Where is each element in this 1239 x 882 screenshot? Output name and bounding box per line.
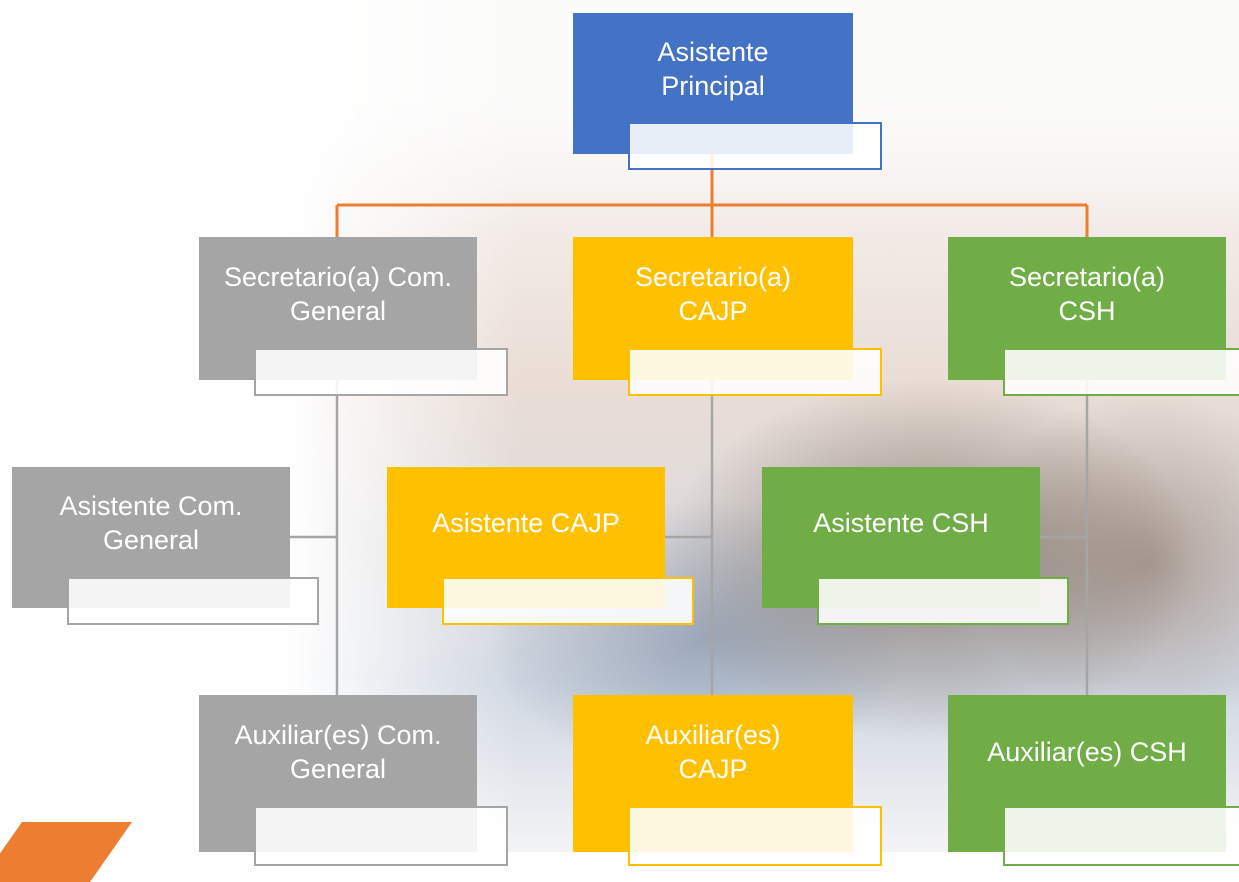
node-label: Asistente Principal (657, 36, 769, 101)
node-label: Secretario(a) Com. General (223, 261, 453, 326)
node-subbox (628, 348, 882, 396)
node-subbox (67, 577, 319, 625)
node-label: Asistente Com. General (59, 490, 243, 555)
node-subbox (628, 122, 882, 170)
node-label: Auxiliar(es) Com. General (234, 719, 442, 784)
node-label: Auxiliar(es) CAJP (645, 719, 781, 784)
node-label: Secretario(a) CAJP (634, 261, 792, 326)
node-label: Asistente CAJP (432, 507, 620, 538)
node-label: Auxiliar(es) CSH (987, 736, 1187, 767)
node-subbox (628, 806, 882, 866)
node-subbox (254, 806, 508, 866)
node-subbox (1003, 348, 1239, 396)
node-subbox (1003, 806, 1239, 866)
node-subbox (442, 577, 694, 625)
node-subbox (817, 577, 1069, 625)
node-label: Asistente CSH (813, 507, 989, 538)
orange-corner-accent (0, 822, 133, 882)
node-label: Secretario(a) CSH (1008, 261, 1166, 326)
node-subbox (254, 348, 508, 396)
